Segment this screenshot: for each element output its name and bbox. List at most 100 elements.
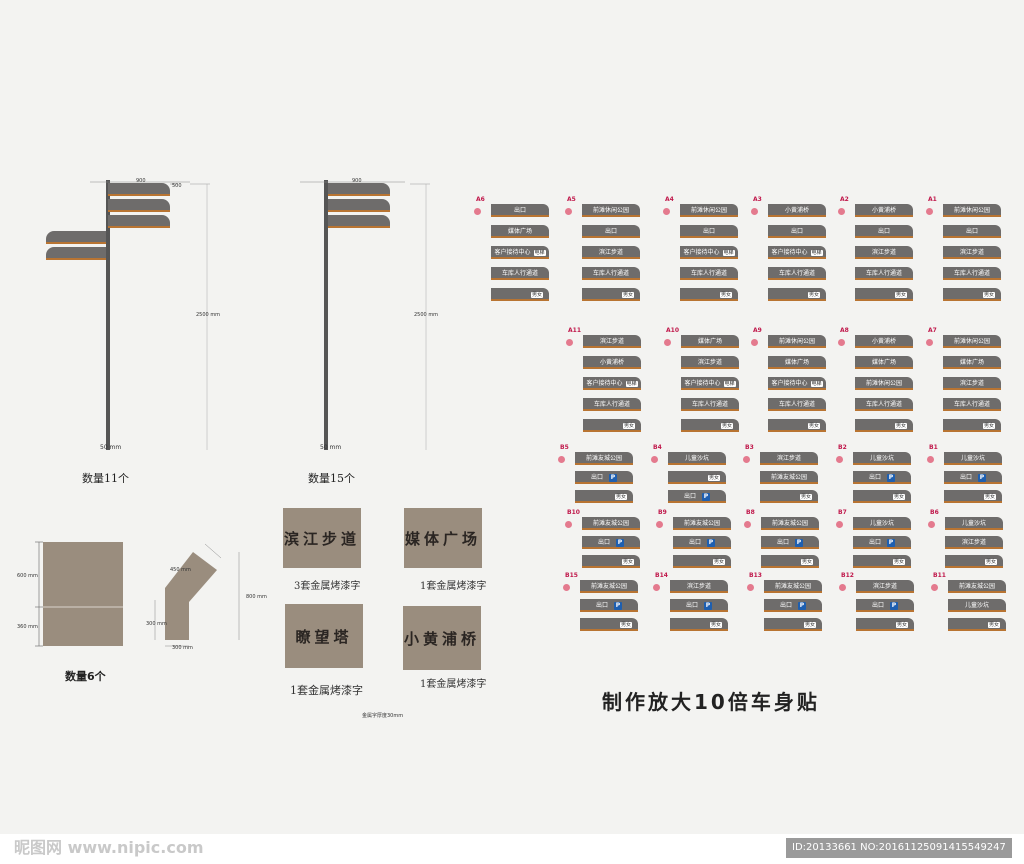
sign-text: 车库人行通道 [865, 270, 902, 277]
post-right-drawing [300, 180, 430, 450]
sign-text: 车库人行通道 [778, 270, 815, 277]
post-right-width-dim: 50 mm [320, 444, 342, 451]
sign-text: 前滩休闲公园 [953, 338, 990, 345]
row5-B13-label: B13 [749, 572, 762, 579]
row4-B8-dot [744, 521, 751, 528]
row2-A10-label: A10 [666, 327, 679, 334]
row3-B4-dot [651, 456, 658, 463]
restroom-icon: 男女 [530, 291, 543, 298]
row2-A7-dot [926, 339, 933, 346]
sign-text: 滨江步道 [599, 338, 624, 345]
row4-B6-label: B6 [930, 509, 939, 516]
elevator-icon: 电梯 [625, 380, 638, 387]
sign-text: 滨江步道 [598, 249, 623, 256]
sign-text: 客户接待中心 [684, 380, 721, 387]
sign-text: 客户接待中心 [494, 249, 531, 256]
parking-icon: P [978, 473, 986, 482]
parking-icon: P [704, 601, 712, 610]
row1-A3-sign-1: 出口 [768, 225, 826, 238]
sign-text: 出口 [779, 602, 792, 609]
sign-text: 滨江步道 [871, 249, 896, 256]
row1-A4-sign-4: 男女 [680, 288, 738, 301]
restroom-icon: 男女 [807, 291, 820, 298]
sign-text: 前滩友城公园 [683, 520, 720, 527]
sign-text: 出口 [683, 493, 696, 500]
sign-text: 出口 [702, 228, 715, 235]
post-left-drawing [90, 180, 210, 450]
parking-icon: P [887, 538, 895, 547]
row1-A5-sign-1: 出口 [582, 225, 640, 238]
row4-B8-label: B8 [746, 509, 755, 516]
sign-text: 儿童沙坑 [869, 520, 894, 527]
row3-B1-label: B1 [929, 444, 938, 451]
sign-text: 前滩友城公园 [770, 474, 807, 481]
sign-text: 出口 [688, 539, 701, 546]
row5-B15-dot [563, 584, 570, 591]
sign-text: 出口 [597, 539, 610, 546]
elevator-icon: 电梯 [722, 249, 735, 256]
sign-text: 前滩休闲公园 [865, 380, 902, 387]
sign-text: 小黄浦桥 [871, 338, 896, 345]
sign-text: 出口 [868, 539, 881, 546]
row1-A1-sign-2: 滨江步道 [943, 246, 1001, 259]
restroom-icon: 男女 [982, 422, 995, 429]
row1-A3-sign-0: 小黄浦桥 [768, 204, 826, 217]
sign-text: 滨江步道 [686, 583, 711, 590]
sign-text: 滨江步道 [872, 583, 897, 590]
restroom-icon: 男女 [800, 558, 813, 565]
row3-B3-sign-1: 前滩友城公园 [760, 471, 818, 484]
row4-B7-sign-2: 男女 [853, 555, 911, 568]
row3-B1-sign-2: 男女 [944, 490, 1002, 503]
sign-text: 小黄浦桥 [871, 207, 896, 214]
post-right-blade-3 [328, 215, 390, 228]
sign-text: 儿童沙坑 [960, 455, 985, 462]
row5-B15-sign-2: 男女 [580, 618, 638, 631]
sign-text: 前滩休闲公园 [592, 207, 629, 214]
restroom-icon: 男女 [892, 558, 905, 565]
row5-B12-sign-0: 滨江步道 [856, 580, 914, 593]
parking-icon: P [707, 538, 715, 547]
post-left-top-dim-1: 900 [136, 178, 146, 184]
row2-A9-sign-0: 前滩休闲公园 [768, 335, 826, 348]
restroom-icon: 男女 [799, 493, 812, 500]
parking-icon: P [890, 601, 898, 610]
row1-A4-dot [663, 208, 670, 215]
row5-B12-dot [839, 584, 846, 591]
row2-A10-sign-2: 客户接待中心电梯 [681, 377, 739, 390]
row3-B4-sign-0: 儿童沙坑 [668, 452, 726, 465]
panel-qty: 数量6个 [65, 670, 106, 683]
row3-B1-sign-0: 儿童沙坑 [944, 452, 1002, 465]
row4-B9-sign-1: 出口 P [673, 536, 731, 549]
row5-B11-sign-0: 前滩友城公园 [948, 580, 1006, 593]
sign-text: 车库人行通道 [865, 401, 902, 408]
parking-icon: P [798, 601, 806, 610]
row5-B15-label: B15 [565, 572, 578, 579]
row2-A7-sign-2: 滨江步道 [943, 377, 1001, 390]
row2-A8-sign-3: 车库人行通道 [855, 398, 913, 411]
row1-A5-sign-3: 车库人行通道 [582, 267, 640, 280]
restroom-icon: 男女 [987, 621, 1000, 628]
row5-B11-dot [931, 584, 938, 591]
row5-B15-sign-0: 前滩友城公园 [580, 580, 638, 593]
row4-B10-dot [565, 521, 572, 528]
sign-text: 小黄浦桥 [784, 207, 809, 214]
post-left-blade-4 [46, 231, 106, 244]
sign-text: 车库人行通道 [778, 401, 815, 408]
restroom-icon: 男女 [984, 558, 997, 565]
sign-text: 滨江步道 [959, 380, 984, 387]
sign-text: 儿童沙坑 [961, 520, 986, 527]
row4-B10-label: B10 [567, 509, 580, 516]
sign-text: 前滩友城公园 [585, 455, 622, 462]
row1-A4-sign-0: 前滩休闲公园 [680, 204, 738, 217]
restroom-icon: 男女 [621, 291, 634, 298]
row3-B2-dot [836, 456, 843, 463]
plaque-3: 瞭望塔 [285, 604, 363, 668]
row3-B5-sign-0: 前滩友城公园 [575, 452, 633, 465]
restroom-icon: 男女 [807, 422, 820, 429]
row2-A7-sign-1: 媒体广场 [943, 356, 1001, 369]
elevator-icon: 电梯 [723, 380, 736, 387]
row2-A7-sign-4: 男女 [943, 419, 1001, 432]
restroom-icon: 男女 [619, 621, 632, 628]
row2-A9-sign-4: 男女 [768, 419, 826, 432]
row1-A6-sign-2: 客户接待中心电梯 [491, 246, 549, 259]
